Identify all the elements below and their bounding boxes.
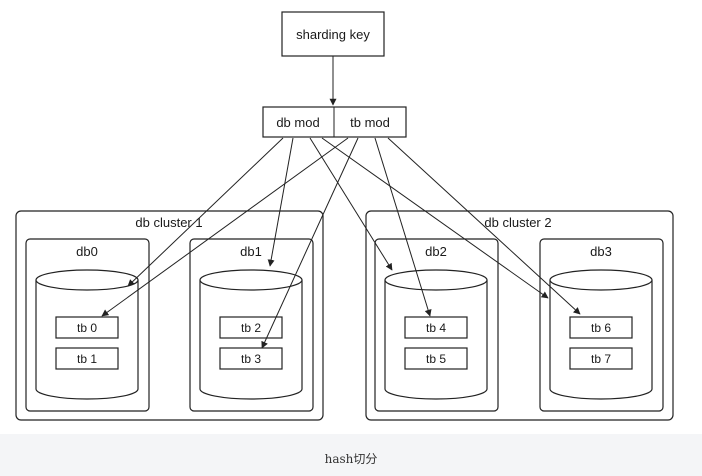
edge-tbmod-tb3 <box>261 137 359 349</box>
sharding-key-box <box>281 11 385 57</box>
caption-band <box>0 434 702 476</box>
tb-mod-label: tb mod <box>350 115 390 130</box>
tb6-label: tb 6 <box>591 321 611 335</box>
db1-cylinder-top <box>199 269 303 291</box>
tb2-box <box>219 316 283 339</box>
db0-cylinder-top <box>35 269 139 291</box>
db2-label: db2 <box>425 244 447 259</box>
db3-label: db3 <box>590 244 612 259</box>
tb0-box <box>55 316 119 339</box>
db3-cylinder <box>549 280 653 400</box>
tb7-label: tb 7 <box>591 352 611 366</box>
figure-caption: hash切分 <box>324 452 378 466</box>
cluster-2-label: db cluster 2 <box>484 215 551 230</box>
edge-tbmod-tb0 <box>101 137 349 317</box>
tb3-box <box>219 347 283 370</box>
edge-dbmod-db0 <box>127 137 284 287</box>
tb5-box <box>404 347 468 370</box>
db2-cylinder-top <box>384 269 488 291</box>
tb4-box <box>404 316 468 339</box>
tb0-label: tb 0 <box>77 321 97 335</box>
tb4-label: tb 4 <box>426 321 446 335</box>
db1-label: db1 <box>240 244 262 259</box>
tb1-box <box>55 347 119 370</box>
sharding-diagram: sharding key db mod tb mod db cluster 1 … <box>15 11 674 421</box>
tb2-label: tb 2 <box>241 321 261 335</box>
cluster-1-label: db cluster 1 <box>135 215 202 230</box>
tb3-label: tb 3 <box>241 352 261 366</box>
tb6-box <box>569 316 633 339</box>
sharding-key-label: sharding key <box>296 27 370 42</box>
edge-tbmod-tb4 <box>374 137 432 317</box>
tb5-label: tb 5 <box>426 352 446 366</box>
db3-cylinder-top <box>549 269 653 291</box>
tb7-box <box>569 347 633 370</box>
db2-cylinder <box>384 280 488 400</box>
db0-label: db0 <box>76 244 98 259</box>
db-mod-label: db mod <box>276 115 319 130</box>
db1-cylinder <box>199 280 303 400</box>
edge-dbmod-db3 <box>321 137 549 299</box>
db0-cylinder <box>35 280 139 400</box>
tb1-label: tb 1 <box>77 352 97 366</box>
edge-dbmod-db1 <box>267 137 294 267</box>
edge-dbmod-db2 <box>309 137 393 271</box>
edge-tbmod-tb6 <box>387 137 581 315</box>
